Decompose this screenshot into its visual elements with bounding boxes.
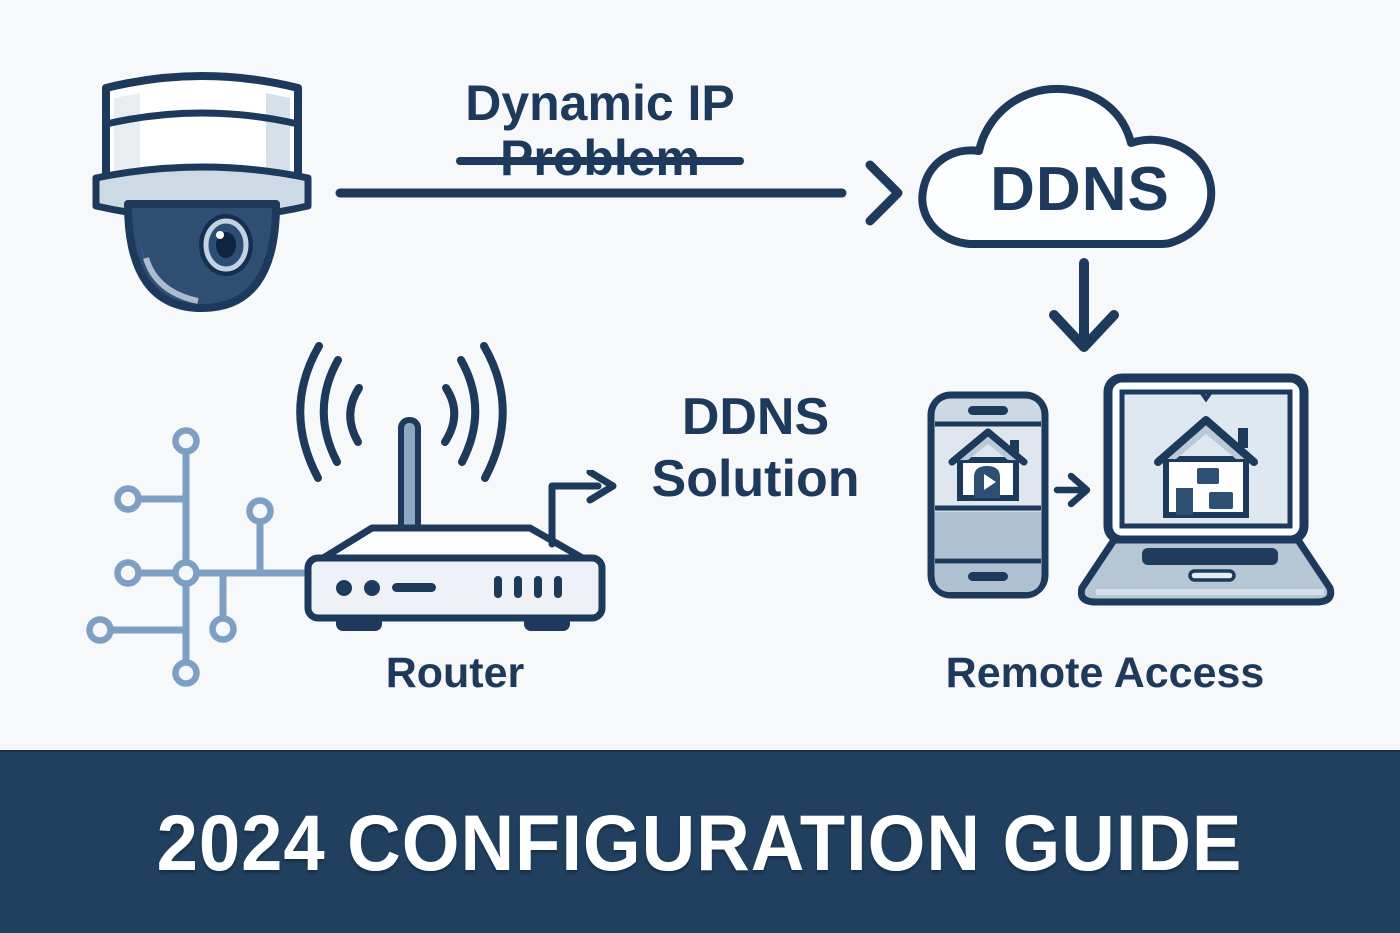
remote-access-label: Remote Access [945, 649, 1265, 697]
solution-line1: DDNS [681, 388, 830, 446]
ddns-solution-label: DDNS Solution [618, 386, 893, 510]
router-foot-right [524, 616, 570, 631]
solution-line2: Solution [651, 450, 860, 508]
dynamic-ip-problem-label: Dynamic IP Problem [420, 76, 780, 186]
phone-to-laptop-arrow-icon [1053, 472, 1091, 508]
dynamic-ip-line: Dynamic IP [465, 75, 735, 131]
play-icon [984, 474, 996, 490]
security-camera-icon [92, 72, 312, 312]
roof-underside [1164, 424, 1248, 459]
bottom-banner: 2024 CONFIGURATION GUIDE [0, 750, 1400, 933]
arrow-head [865, 160, 903, 226]
network-nodes-icon [86, 427, 313, 687]
strikethrough-line [455, 157, 745, 165]
network-node-circles [86, 427, 274, 687]
router-vents [494, 576, 562, 598]
router-led [364, 580, 380, 596]
arrow-down-icon [1049, 258, 1119, 352]
wifi-waves-icon [296, 342, 507, 482]
roof [1154, 416, 1258, 466]
screen-notch [1199, 390, 1213, 403]
cloud-outline [918, 84, 1216, 248]
router-icon [296, 342, 606, 631]
camera-seam-line [105, 109, 299, 128]
window-lower [1209, 492, 1233, 509]
dome-rim-light [143, 257, 199, 304]
cloud-label: DDNS [990, 155, 1170, 224]
arrow-shaft [548, 482, 602, 548]
banner-title: 2024 CONFIGURATION GUIDE [157, 797, 1243, 887]
arrow-head [1049, 310, 1119, 352]
roof-underside [958, 435, 1018, 460]
arrow-head [586, 470, 617, 504]
window-upper [1197, 468, 1219, 484]
router-led [336, 580, 352, 596]
chimney [1238, 428, 1248, 448]
arrow-head [1067, 472, 1091, 508]
router-body [304, 554, 606, 622]
phone-house-icon [948, 428, 1028, 501]
phone-speaker [968, 406, 1008, 415]
laptop-house-icon [1154, 416, 1258, 518]
laptop-touchpad [1188, 569, 1236, 582]
roof [948, 428, 1028, 466]
smartphone-icon [927, 391, 1049, 599]
lens-glint [216, 231, 224, 239]
chimney [1010, 440, 1019, 456]
laptop-keyboard [1142, 548, 1278, 565]
router-label: Router [385, 649, 525, 697]
laptop-icon [1078, 373, 1335, 606]
ddns-cloud-icon [918, 84, 1216, 248]
door [1176, 488, 1193, 515]
problem-word: Problem [455, 131, 745, 186]
arrow-right-icon [335, 160, 903, 226]
router-dash [392, 583, 436, 592]
elbow-arrow-icon [548, 470, 617, 548]
phone-home-button [968, 572, 1008, 581]
router-foot-left [336, 616, 382, 631]
